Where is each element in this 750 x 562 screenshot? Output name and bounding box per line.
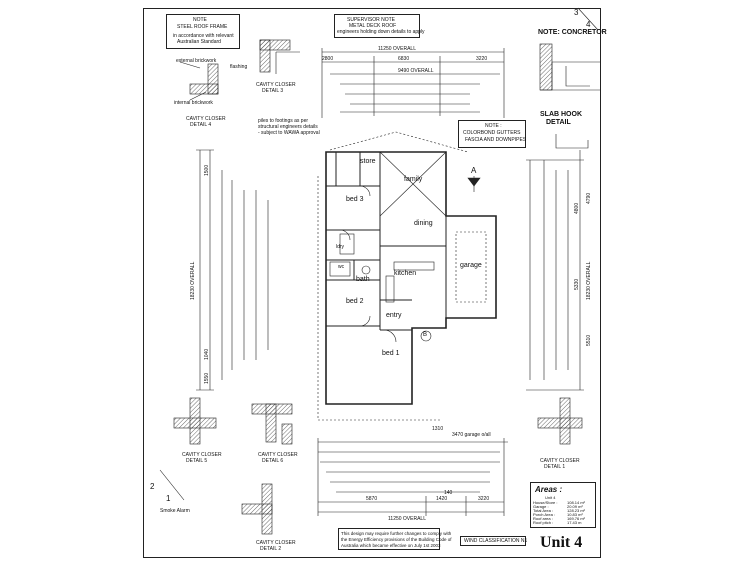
bottom-dim-d: 140: [444, 490, 453, 496]
area-row-label: House/Store :: [533, 500, 558, 505]
cavity-5-label-2: DETAIL 5: [186, 458, 208, 464]
room-family: family: [404, 176, 423, 183]
wind-classification: WIND CLASSIFICATION N1: [460, 536, 527, 546]
room-wc: wc: [338, 264, 345, 270]
concretor-note: NOTE: CONCRETOR: [538, 29, 607, 36]
footings-note-2: structural engineers details: [258, 124, 318, 130]
drawing-sheet: [143, 8, 601, 558]
bottom-dim-b: 1420: [436, 496, 448, 502]
room-bed3: bed 3: [346, 196, 364, 203]
top-dim-b: 6830: [398, 56, 410, 62]
section-b-label: B: [423, 332, 428, 338]
colorbond-note: NOTE : COLORBOND GUTTERS FASCIA AND DOWN…: [458, 120, 526, 148]
room-entry: entry: [386, 312, 402, 319]
area-row-label: Garage :: [533, 504, 549, 509]
area-row-value: 128.23 m²: [567, 508, 586, 513]
cavity-3-label-1: CAVITY CLOSER: [256, 82, 296, 88]
cavity-3-label-2: DETAIL 3: [262, 88, 284, 94]
top-overall-dim: 11250 OVERALL: [378, 46, 416, 52]
right-dim-d: 5510: [586, 334, 592, 346]
area-row-label: Porch Area :: [533, 512, 556, 517]
left-dim-b: 1040: [204, 348, 210, 360]
top-dim-a: 2800: [322, 56, 334, 62]
area-row-value: 10.83 m²: [567, 512, 583, 517]
bottom-dim-a: 5870: [366, 496, 378, 502]
section-a-label: A: [471, 166, 477, 175]
right-dim-a: 4800: [574, 202, 580, 214]
cavity-2-label-2: DETAIL 2: [260, 546, 282, 552]
areas-subtitle: Unit 4: [545, 495, 556, 500]
left-dim-a: 1500: [204, 164, 210, 176]
garage-dim-a: 1310: [432, 426, 444, 432]
cavity-4-label-1: CAVITY CLOSER: [186, 116, 226, 122]
cavity-detail-3: [259, 39, 300, 74]
areas-title: Areas :: [535, 485, 563, 494]
room-bath: bath: [356, 276, 370, 283]
room-bed2: bed 2: [346, 298, 364, 305]
right-overall-dim: 18230 OVERALL: [586, 261, 592, 300]
cavity-2-label-1: CAVITY CLOSER: [256, 540, 296, 546]
cavity-4-label-2: DETAIL 4: [190, 122, 212, 128]
top-dim-c: 3220: [476, 56, 488, 62]
area-row-value: 17.43 m: [567, 520, 582, 525]
smoke-alarm-note: Smoke Alarm: [160, 508, 190, 514]
steel-roof-note: NOTE STEEL ROOF FRAME in accordance with…: [166, 14, 240, 49]
footings-note-1: piles to footings as per: [258, 118, 309, 124]
slab-hook-title: SLAB HOOK: [540, 111, 582, 118]
area-row-value: 108.14 m²: [567, 500, 586, 505]
cavity-detail-2: [241, 483, 273, 535]
cavity-6-label-2: DETAIL 6: [262, 458, 284, 464]
cavity-1-label-2: DETAIL 1: [544, 464, 566, 470]
bottom-dim-c: 3220: [478, 496, 490, 502]
slab-hook-detail: DETAIL: [546, 119, 571, 126]
corner-number-top-2: 4: [586, 20, 591, 29]
left-dim-c: 1550: [204, 372, 210, 384]
right-dim-c: 5330: [574, 278, 580, 290]
supervisor-note: SUPERVISOR NOTE METAL DECK ROOF engineer…: [334, 14, 425, 38]
cavity-6-label-1: CAVITY CLOSER: [258, 452, 298, 458]
internal-brickwork-label: internal brickwork: [174, 100, 213, 106]
bottom-overall-dim: 11250 OVERALL: [388, 516, 426, 522]
unit-label: Unit 4: [540, 534, 583, 551]
corner-number-bottom-2: 1: [166, 494, 171, 503]
areas-table: Areas : Unit 4 House/Store : 108.14 m² Gar…: [530, 482, 596, 528]
area-row-label: Roof area :: [533, 516, 553, 521]
cavity-1-label-1: CAVITY CLOSER: [540, 458, 580, 464]
corner-number-bottom: 2: [150, 482, 155, 491]
concretor-detail: [539, 43, 600, 91]
cavity-detail-5: [173, 397, 217, 445]
room-kitchen: kitchen: [394, 270, 417, 277]
room-ldry: ldry: [336, 244, 345, 250]
external-brickwork-label: external brickwork: [176, 58, 217, 64]
room-garage: garage: [460, 262, 482, 269]
energy-code-note: This design may require further changes …: [338, 528, 451, 550]
cavity-detail-1: [537, 397, 583, 445]
room-dining: dining: [414, 220, 433, 227]
cavity-5-label-1: CAVITY CLOSER: [182, 452, 222, 458]
garage-overall-dim: 3470 garage o/all: [452, 432, 491, 438]
flashing-label: flashing: [230, 64, 248, 70]
corner-number-top: 3: [574, 8, 579, 17]
slab-hook-detail: [555, 134, 589, 149]
right-dim-b: 4790: [586, 192, 592, 204]
area-row-value: 169.76 m²: [567, 516, 586, 521]
top-dim-d: 9490 OVERALL: [398, 68, 434, 74]
cavity-detail-4: [179, 61, 219, 101]
room-bed1: bed 1: [382, 350, 400, 357]
footings-note-3: - subject to WAWA approval: [258, 130, 320, 136]
room-store: store: [360, 158, 376, 165]
area-row-label: Total Area :: [533, 508, 554, 513]
area-row-value: 20.09 m²: [567, 504, 583, 509]
area-row-label: Roof pitch :: [533, 520, 554, 525]
left-overall-dim: 18230 OVERALL: [190, 261, 196, 300]
cavity-detail-6: [251, 403, 293, 445]
